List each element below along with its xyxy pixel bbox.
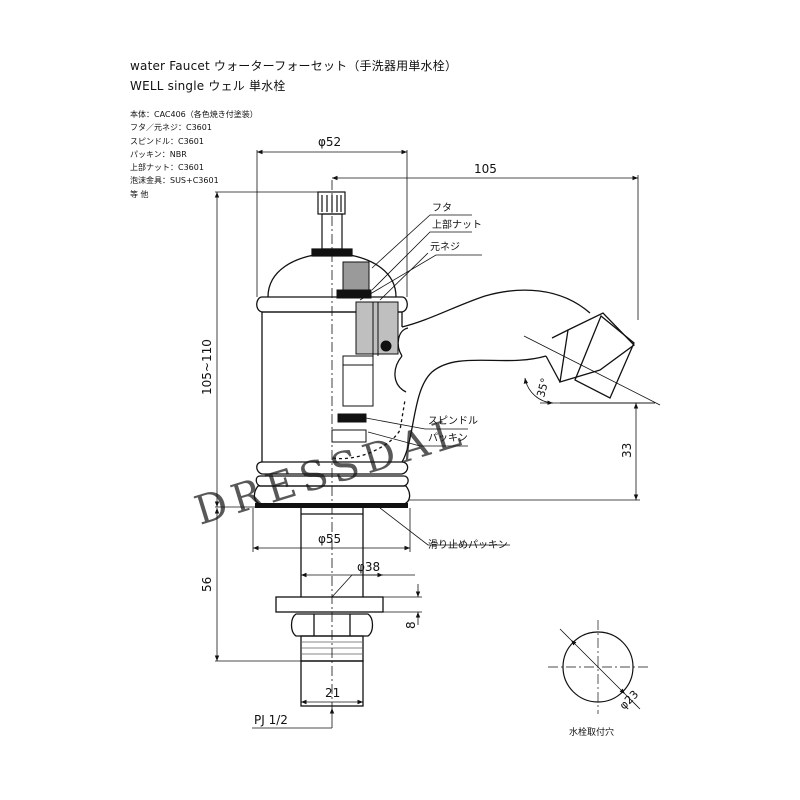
spec-lid-screw: フタ／元ネジ：C3601 xyxy=(130,123,212,133)
mounting-hole-detail: φ23 水栓取付穴 xyxy=(548,620,648,738)
spec-spindle: スピンドル：C3601 xyxy=(130,136,204,146)
faucet-internals xyxy=(331,261,399,443)
material-spec-list: 本体：CAC406（各色焼き付塗装） フタ／元ネジ：C3601 スピンドル：C3… xyxy=(130,108,258,201)
dim-hole-diameter: φ23 xyxy=(617,688,641,712)
label-anti-slip-packing: 滑り止めパッキン xyxy=(428,539,508,551)
shank xyxy=(275,508,384,707)
dimension-lines xyxy=(214,149,661,729)
dim-shank-diameter: φ38 xyxy=(357,560,380,574)
anti-slip-packing-shape xyxy=(255,503,408,508)
dim-shank-length: 56 xyxy=(200,577,214,592)
watermark: DRESSDAL xyxy=(189,408,471,534)
title-line-1: water Faucet ウォーターフォーセット（手洗器用単水栓） xyxy=(130,59,458,73)
spec-etc: 等 他 xyxy=(130,189,149,199)
dim-body-height: 105~110 xyxy=(200,339,214,395)
label-spindle: スピンドル xyxy=(428,415,478,427)
label-packing: パッキン xyxy=(428,432,468,444)
spec-body: 本体：CAC406（各色焼き付塗装） xyxy=(130,110,258,119)
dim-thread: PJ 1/2 xyxy=(254,713,288,727)
spec-packing: パッキン：NBR xyxy=(130,149,187,159)
label-lid: フタ xyxy=(432,202,452,214)
dim-spout-reach: 105 xyxy=(474,162,497,176)
dim-nut-thickness: 8 xyxy=(404,621,418,629)
hole-caption: 水栓取付穴 xyxy=(569,726,614,738)
spec-aerator: 泡沫金具：SUS+C3601 xyxy=(130,176,219,186)
label-upper-nut: 上部ナット xyxy=(432,218,482,231)
dim-spout-angle: 35° xyxy=(534,377,552,399)
dim-spout-height: 33 xyxy=(620,443,634,458)
dim-base-diameter: φ55 xyxy=(318,532,341,546)
title-line-2: WELL single ウェル 単水栓 xyxy=(130,79,286,93)
spec-upper-nut: 上部ナット：C3601 xyxy=(130,163,204,173)
label-base-screw: 元ネジ xyxy=(430,241,460,253)
dim-pipe-width: 21 xyxy=(325,686,340,700)
dim-top-diameter: φ52 xyxy=(318,135,341,149)
